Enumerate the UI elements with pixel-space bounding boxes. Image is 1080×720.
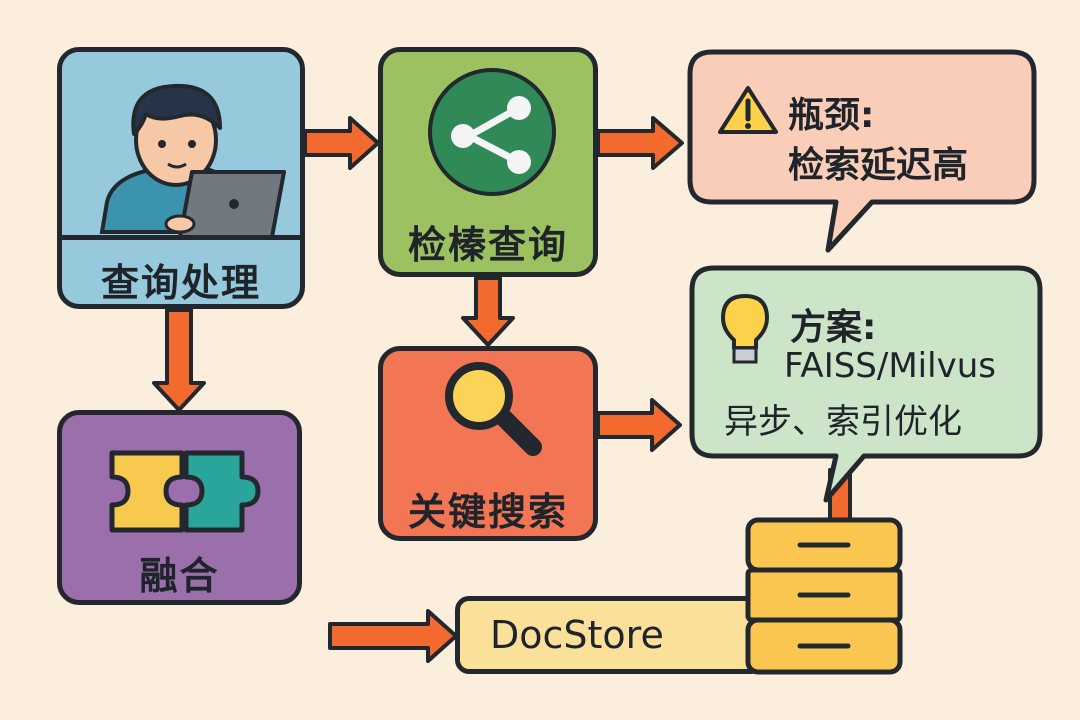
bottleneck-detail: 检索延迟高 xyxy=(788,145,969,186)
fusion-label: 融合 xyxy=(139,554,220,598)
share-network-icon xyxy=(428,68,556,196)
warning-icon xyxy=(718,86,778,134)
arrow-query-to-fusion xyxy=(152,308,206,412)
divider xyxy=(62,235,300,240)
keyword-search-label: 关键搜索 xyxy=(407,490,568,534)
person-laptop-icon xyxy=(62,52,300,237)
puzzle-pieces-icon xyxy=(109,450,261,533)
keyword-search-box[interactable]: 关键搜索 xyxy=(378,346,598,541)
vector-query-box[interactable]: 检榛查询 xyxy=(378,47,598,277)
magnifier-icon xyxy=(445,362,542,456)
solution-title: 方案: xyxy=(790,307,877,348)
arrow-vector-to-bottleneck xyxy=(596,116,684,170)
arrow-vector-to-keyword xyxy=(461,276,515,347)
vector-query-label: 检榛查询 xyxy=(407,223,568,267)
docstore-label: DocStore xyxy=(490,613,664,657)
query-processing-label: 查询处理 xyxy=(100,261,261,305)
arrow-query-to-vector xyxy=(303,116,380,170)
fusion-box[interactable]: 融合 xyxy=(57,410,302,605)
arrow-into-docstore xyxy=(328,609,458,663)
arrow-keyword-to-solution xyxy=(596,398,682,452)
solution-line2: 异步、索引优化 xyxy=(724,402,962,442)
lightbulb-icon xyxy=(721,294,769,364)
query-processing-box[interactable]: 查询处理 xyxy=(57,47,305,309)
bottleneck-title: 瓶颈: xyxy=(788,95,875,136)
solution-line1: FAISS/Milvus xyxy=(784,346,996,386)
